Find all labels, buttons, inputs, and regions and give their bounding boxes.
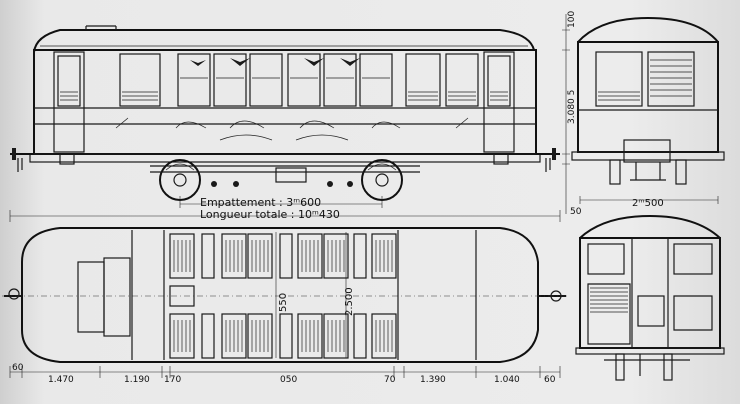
dim-1470: 1.470	[48, 375, 74, 385]
dim-1040: 1.040	[494, 375, 520, 385]
side-windows	[57, 53, 511, 107]
seat-pitch-label: 550	[278, 293, 289, 312]
height-dimensions: 100 3.080 5 50	[562, 11, 582, 217]
door-right	[483, 51, 515, 153]
inner-width-label: 2.500	[344, 287, 355, 316]
car-body	[33, 49, 537, 155]
plan-outline	[21, 227, 539, 363]
seats	[169, 233, 397, 359]
sill-height-label: 50	[570, 207, 582, 217]
dim-70: 70	[384, 375, 396, 385]
plan-view: 550 2.500 60 1.470 1.190 170 050 70 1.39…	[2, 227, 570, 385]
roof-outline	[33, 29, 535, 53]
body-height-label: 3.080 5	[567, 90, 577, 124]
wheelbase-label: Empattement : 3ᵐ600	[200, 196, 321, 209]
decorative-ornaments	[115, 58, 469, 141]
wheels	[150, 159, 420, 201]
dim-170: 170	[164, 375, 181, 385]
dim-60-left: 60	[12, 363, 24, 373]
roof-height-label: 100	[567, 11, 577, 28]
door-left	[53, 51, 85, 153]
side-elevation: Empattement : 3ᵐ600 Longueur totale : 10…	[9, 25, 561, 222]
dim-1390: 1.390	[420, 375, 446, 385]
width-label: 2ᵐ500	[632, 198, 664, 209]
section-view	[575, 214, 725, 381]
dim-050: 050	[280, 375, 297, 385]
dim-60-right: 60	[544, 375, 556, 385]
total-length-label: Longueur totale : 10ᵐ430	[200, 208, 340, 221]
dim-1190: 1.190	[124, 375, 150, 385]
end-elevation: 2ᵐ500	[571, 16, 725, 209]
